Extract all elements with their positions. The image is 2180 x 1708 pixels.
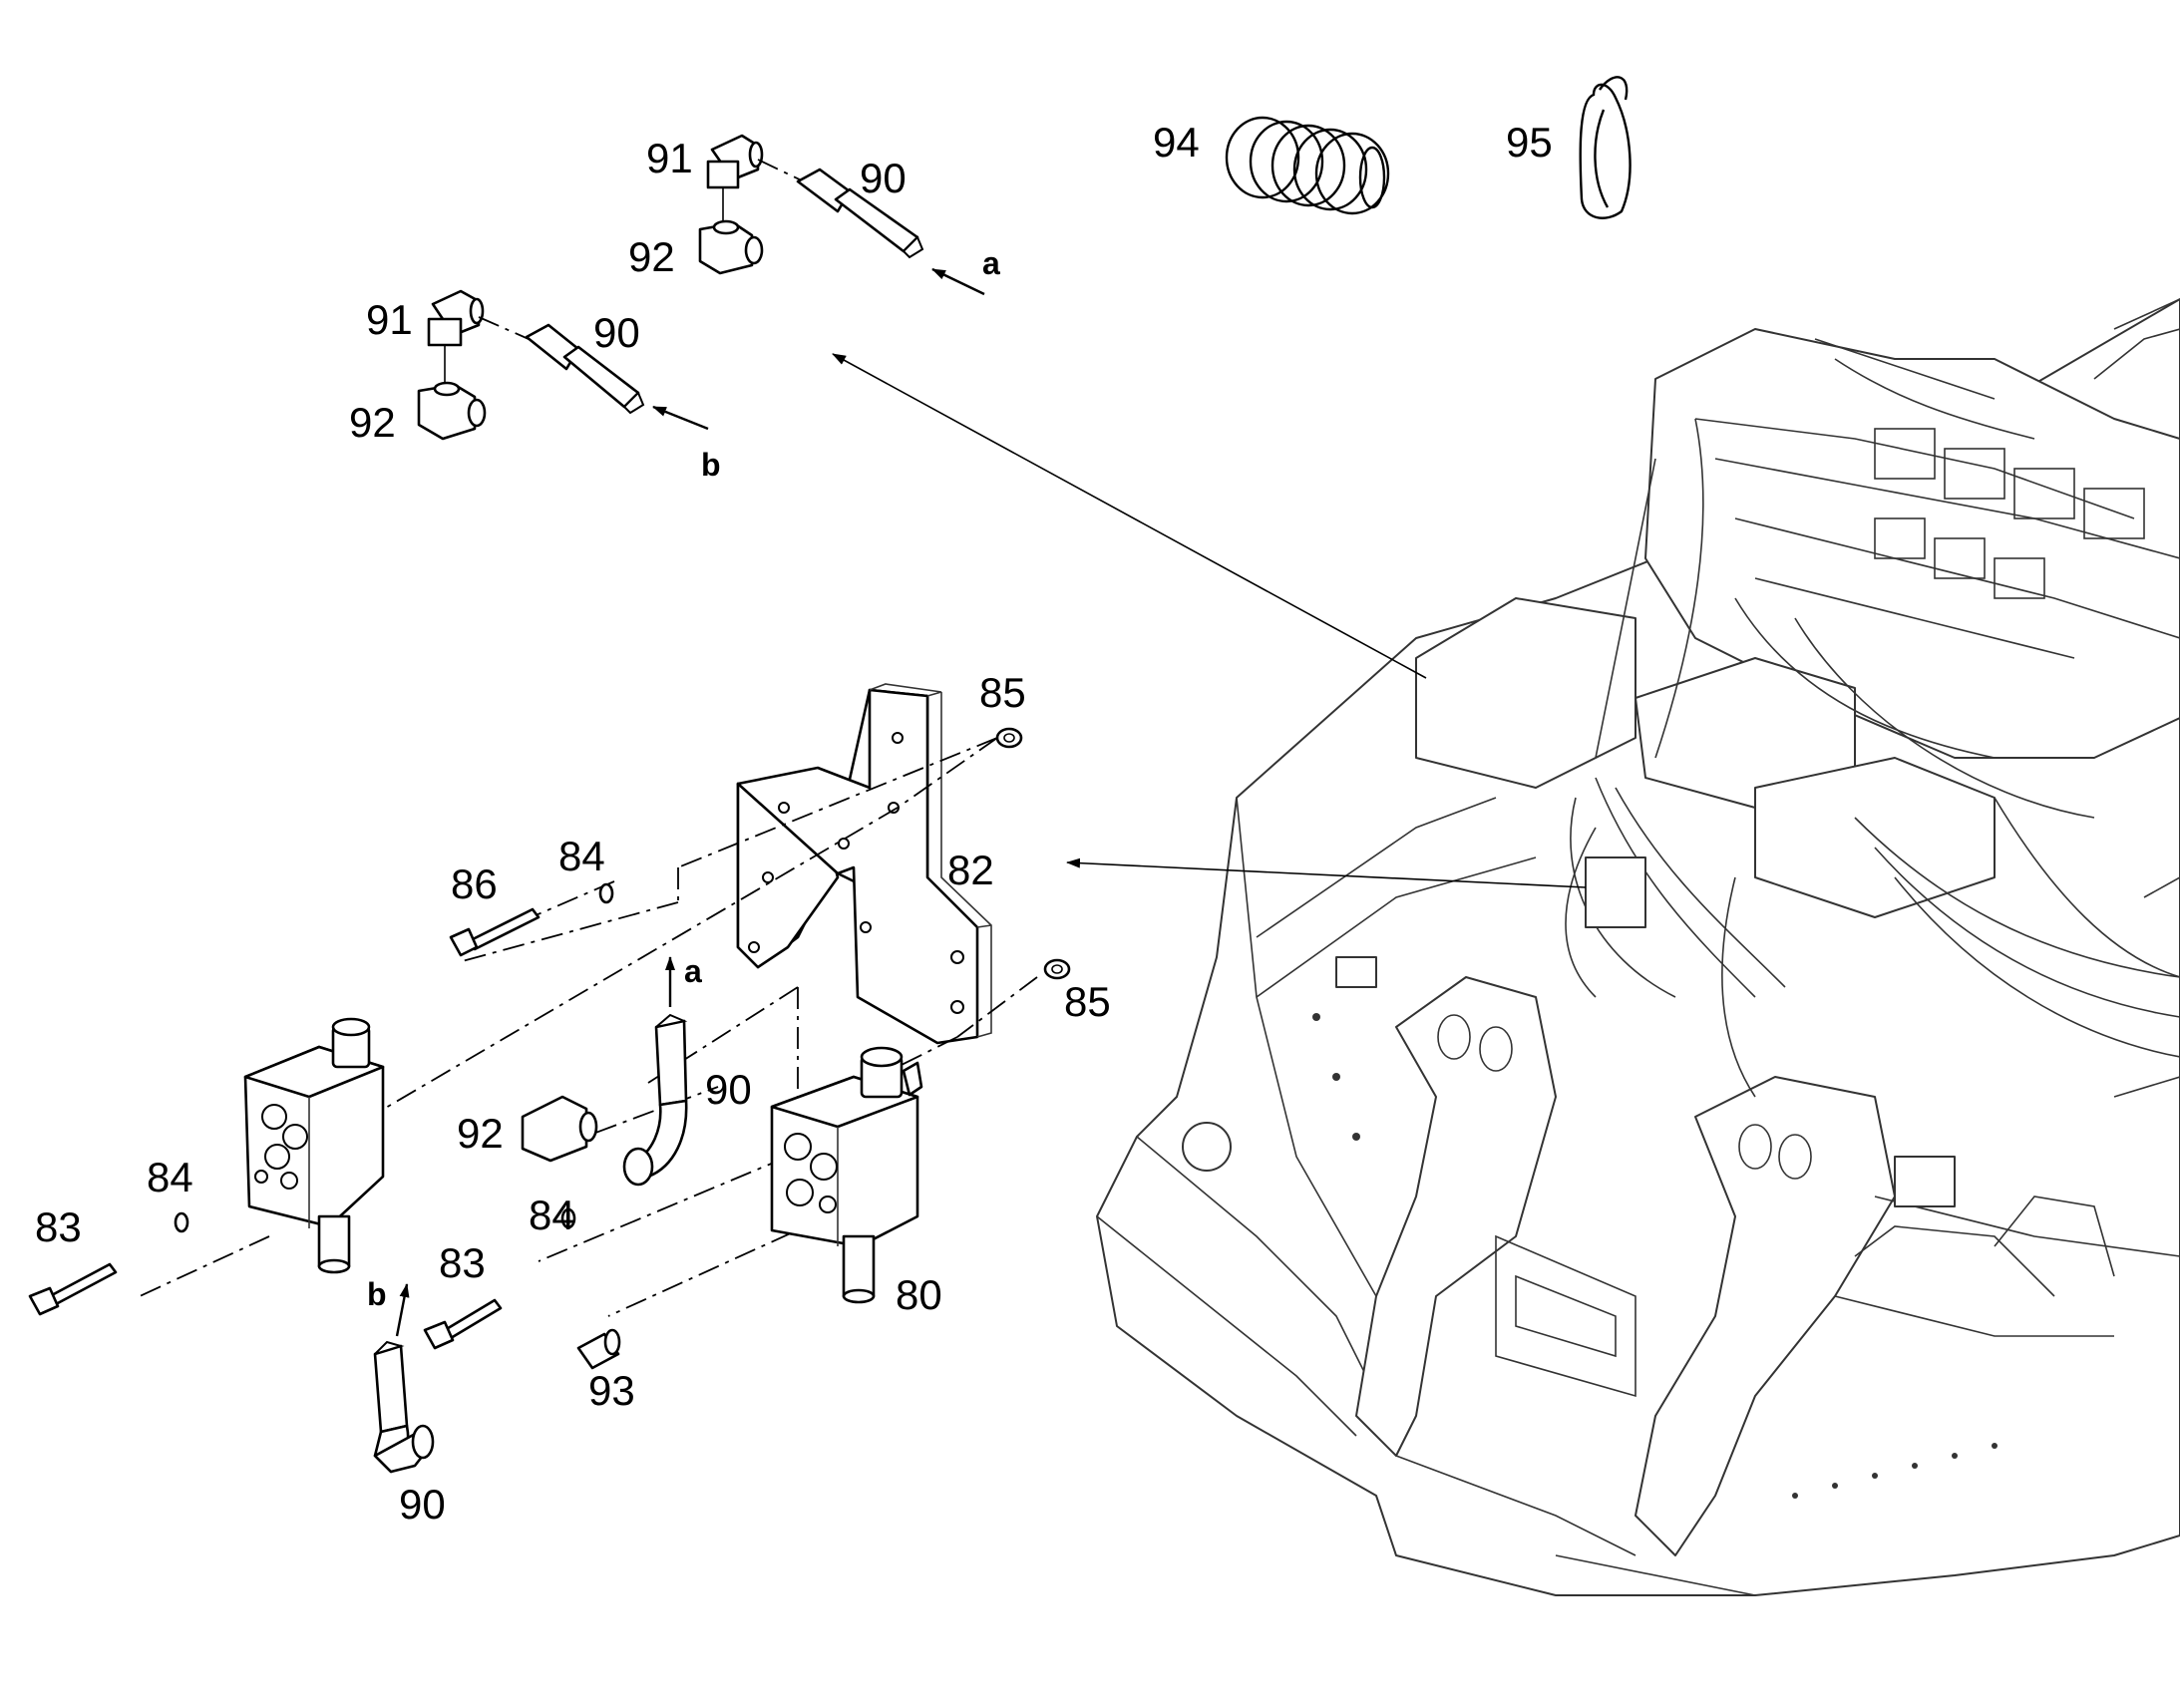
assembly-lines xyxy=(139,737,1038,1317)
callout-84-lower: 84 xyxy=(529,1192,575,1238)
connector-92-mid xyxy=(521,1095,598,1163)
callout-83-left: 83 xyxy=(35,1203,82,1250)
spring-icon xyxy=(1225,116,1390,215)
hose-lower xyxy=(373,1283,435,1474)
callout-90-low: 90 xyxy=(399,1481,446,1528)
callout-91-second: 91 xyxy=(366,296,413,343)
machine-frame xyxy=(1096,298,2180,1596)
callout-84-left: 84 xyxy=(147,1154,193,1200)
fitting-group-a xyxy=(698,134,985,296)
callout-94: 94 xyxy=(1153,119,1200,166)
arrow-label-b-top: b xyxy=(701,447,721,483)
callout-86: 86 xyxy=(451,860,498,907)
valve-block-80 xyxy=(770,1046,923,1304)
callout-83-lower: 83 xyxy=(439,1239,486,1286)
callout-90-second: 90 xyxy=(593,309,640,356)
callout-95: 95 xyxy=(1506,119,1553,166)
fasteners xyxy=(28,727,1071,1370)
fitting-group-b xyxy=(417,289,709,441)
callout-90-mid: 90 xyxy=(705,1066,752,1113)
clip-icon xyxy=(1579,76,1632,219)
callout-85-lower: 85 xyxy=(1064,978,1111,1025)
callout-80: 80 xyxy=(896,1271,942,1318)
callout-92-mid: 92 xyxy=(457,1110,504,1157)
valve-block-left xyxy=(243,1017,385,1274)
callout-92-second: 92 xyxy=(349,399,396,446)
arrow-label-a-top: a xyxy=(982,245,1000,281)
callout-91-top: 91 xyxy=(646,135,693,181)
callout-84-top: 84 xyxy=(558,833,605,879)
arrow-label-b-low: b xyxy=(367,1276,387,1312)
arrow-label-a-mid: a xyxy=(684,953,702,989)
hose-icon xyxy=(622,956,688,1187)
callout-93: 93 xyxy=(588,1367,635,1414)
callout-85-top: 85 xyxy=(979,669,1026,716)
callout-90-top: 90 xyxy=(860,155,907,201)
callout-92-top: 92 xyxy=(628,233,675,280)
callout-82: 82 xyxy=(947,847,994,893)
mounting-bracket xyxy=(736,683,992,1045)
